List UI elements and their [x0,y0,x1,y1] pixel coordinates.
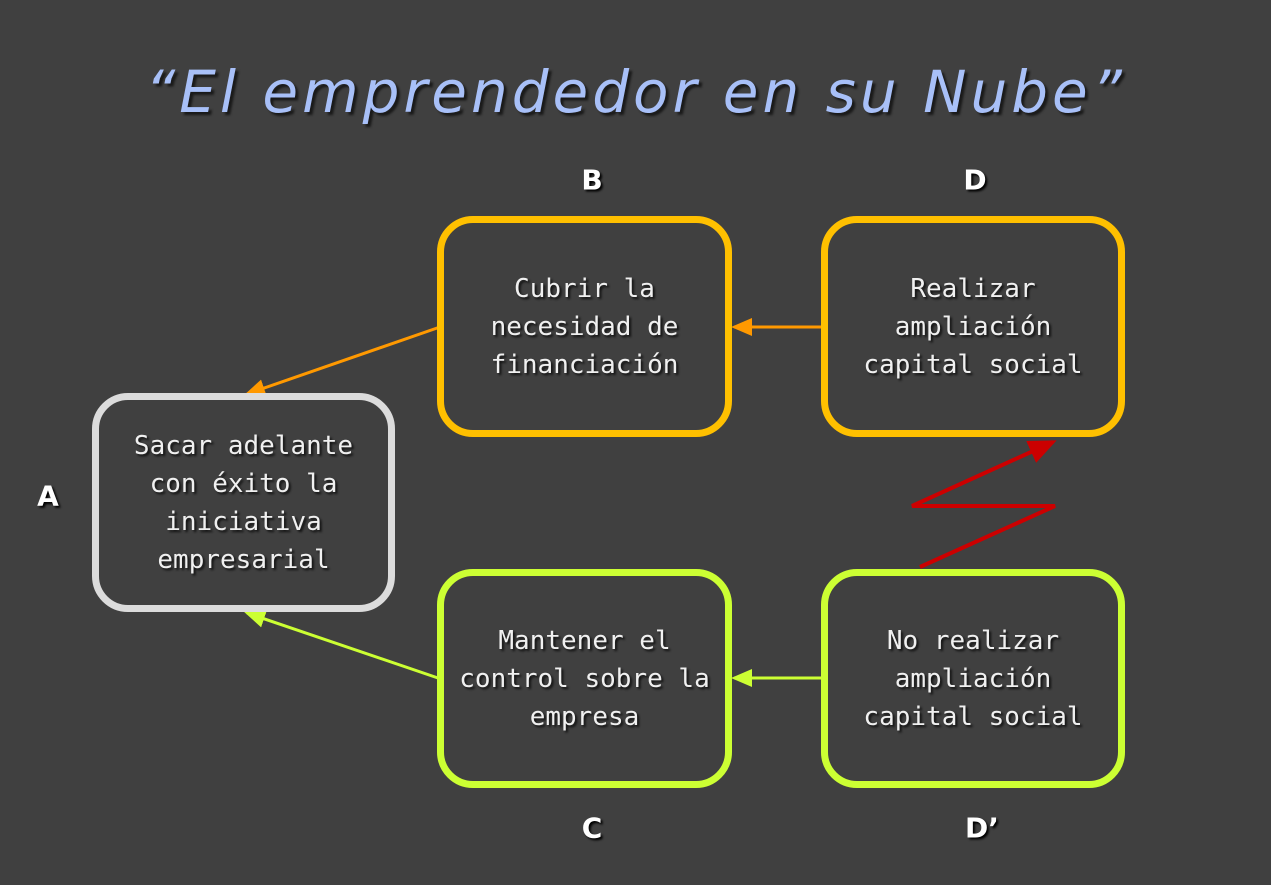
node-b: Cubrir la necesidad de financiación [437,216,732,437]
node-c: Mantener el control sobre la empresa [437,569,732,788]
slide-title: “El emprendedor en su Nube” [145,58,1126,126]
node-b-text: Cubrir la necesidad de financiación [490,273,679,380]
label-d: D [963,163,987,197]
node-d-prime-text: No realizar ampliación capital social [863,625,1083,732]
node-a: Sacar adelante con éxito la iniciativa e… [92,393,395,612]
label-b: B [581,163,603,197]
label-d-prime: D’ [965,811,999,845]
node-c-text: Mantener el control sobre la empresa [459,625,710,732]
conflict-zigzag-arrow [911,440,1057,569]
arrow-c-to-a [244,610,439,680]
arrow-b-to-a [244,325,441,397]
node-a-text: Sacar adelante con éxito la iniciativa e… [133,430,354,575]
label-c: C [581,811,603,845]
node-d: Realizar ampliación capital social [821,216,1125,437]
node-d-prime: No realizar ampliación capital social [821,569,1125,788]
label-a: A [37,479,59,513]
node-d-text: Realizar ampliación capital social [863,273,1083,380]
